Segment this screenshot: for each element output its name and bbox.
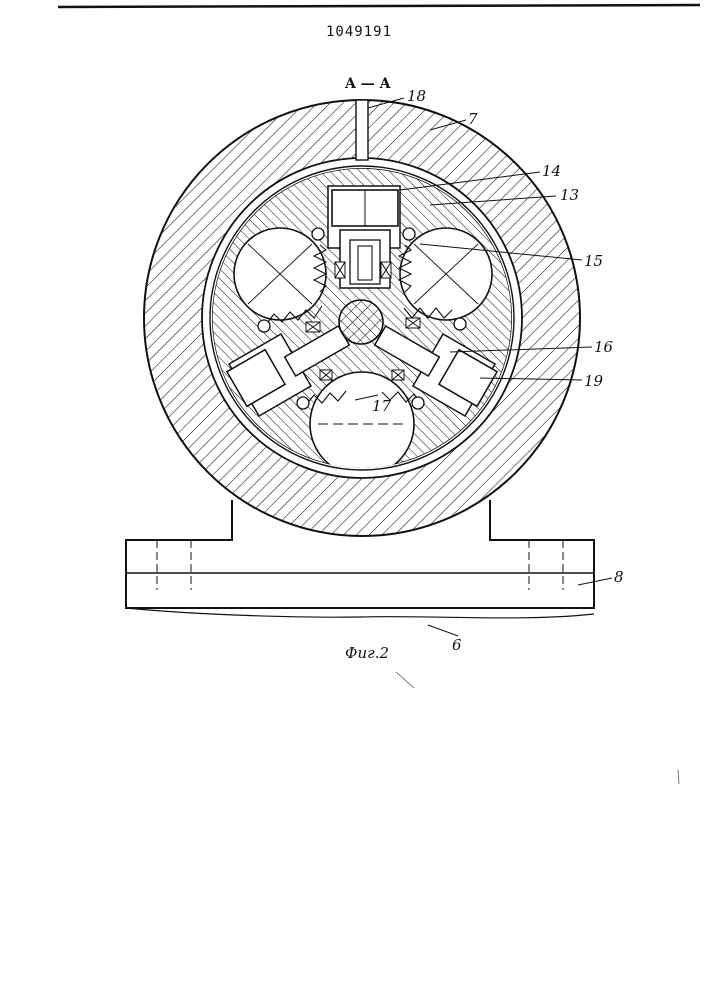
callout-6: 6 (452, 636, 462, 654)
ground-line (126, 608, 594, 618)
callout-8: 8 (614, 568, 624, 586)
scan-marks (396, 672, 679, 784)
callout-16: 16 (594, 338, 614, 356)
channel-18 (356, 100, 368, 160)
callout-7: 7 (468, 110, 478, 128)
callout-17: 17 (372, 397, 392, 415)
figure-caption: Фиг.2 (345, 644, 389, 662)
callout-18: 18 (407, 87, 426, 105)
central-shaft (339, 300, 383, 344)
top-border-line (58, 5, 700, 7)
callout-13: 13 (560, 186, 579, 204)
callout-14: 14 (542, 162, 561, 180)
callout-19: 19 (584, 372, 604, 390)
callout-15: 15 (584, 252, 603, 270)
section-label: A — A (344, 76, 392, 92)
